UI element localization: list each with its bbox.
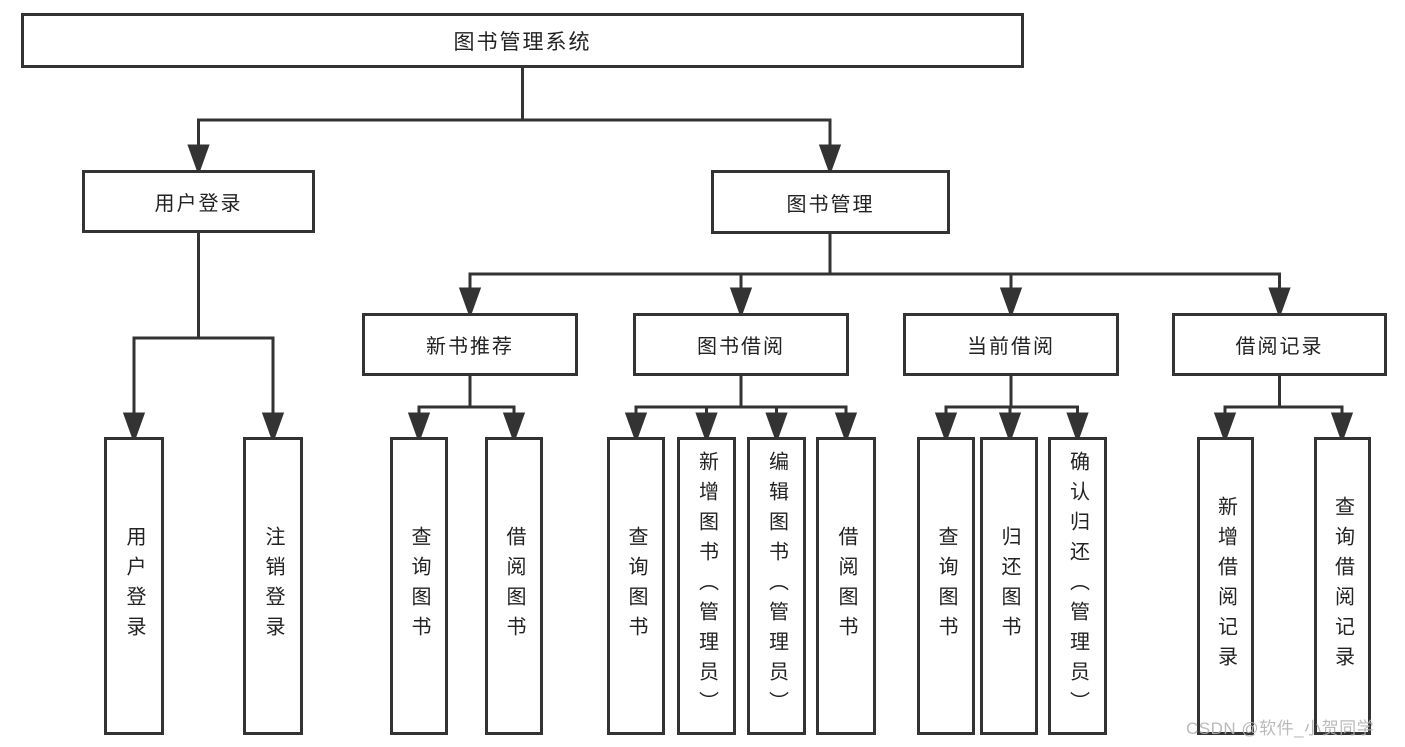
leaf-borrow-book: 借阅图书 <box>816 437 876 735</box>
connector-new-book-to-leaves <box>407 374 526 444</box>
node-book-management: 图书管理 <box>711 170 950 234</box>
arrowhead-icon <box>261 412 285 444</box>
node-new-book-recommend: 新书推荐 <box>362 313 578 376</box>
leaf-current-query-book: 查询图书 <box>917 437 975 735</box>
arrowhead-icon <box>1268 287 1291 319</box>
arrowhead-icon <box>729 287 753 319</box>
arrowhead-icon <box>695 412 718 444</box>
node-current-borrow: 当前借阅 <box>903 313 1119 376</box>
connector-borrow-record-to-leaves <box>1213 374 1354 444</box>
arrowhead-icon <box>1330 412 1354 444</box>
arrowhead-icon <box>934 412 958 444</box>
arrowhead-icon <box>458 287 482 319</box>
leaf-confirm-return-admin: 确认归还（管理员） <box>1048 437 1107 735</box>
arrowhead-icon <box>1213 412 1237 444</box>
arrowhead-icon <box>765 412 788 444</box>
csdn-watermark: CSDN @软件_小贺同学 <box>1186 719 1375 738</box>
arrowhead-icon <box>818 144 842 176</box>
arrowhead-icon <box>624 412 648 444</box>
arrowhead-icon <box>407 412 431 444</box>
node-library-management-system: 图书管理系统 <box>21 13 1024 68</box>
leaf-newbook-borrow-book: 借阅图书 <box>485 437 543 735</box>
arrowhead-icon <box>122 412 146 444</box>
arrowhead-icon <box>502 412 526 444</box>
arrowhead-icon <box>998 412 1022 444</box>
leaf-add-book-admin: 新增图书（管理员） <box>677 437 736 735</box>
node-borrow-record: 借阅记录 <box>1172 313 1387 376</box>
connector-book-borrow-to-leaves <box>624 374 858 444</box>
leaf-logout: 注销登录 <box>243 437 303 735</box>
leaf-return-book: 归还图书 <box>980 437 1038 735</box>
leaf-edit-book-admin: 编辑图书（管理员） <box>747 437 806 735</box>
connector-root-to-level2 <box>187 66 842 176</box>
leaf-query-borrow-record: 查询借阅记录 <box>1314 437 1371 735</box>
leaf-borrow-query-book: 查询图书 <box>607 437 665 735</box>
arrowhead-icon <box>999 287 1023 319</box>
arrowhead-icon <box>834 412 858 444</box>
connector-user-login-to-leaves <box>122 231 285 444</box>
connector-current-borrow-to-leaves <box>934 374 1089 444</box>
arrowhead-icon <box>187 144 210 176</box>
node-book-borrow: 图书借阅 <box>633 313 849 376</box>
connector-book-mgmt-to-level3 <box>458 231 1291 319</box>
leaf-newbook-query-book: 查询图书 <box>390 437 448 735</box>
leaf-add-borrow-record: 新增借阅记录 <box>1197 437 1254 735</box>
node-user-login: 用户登录 <box>82 170 315 233</box>
arrowhead-icon <box>1066 412 1089 444</box>
leaf-user-login: 用户登录 <box>104 437 164 735</box>
